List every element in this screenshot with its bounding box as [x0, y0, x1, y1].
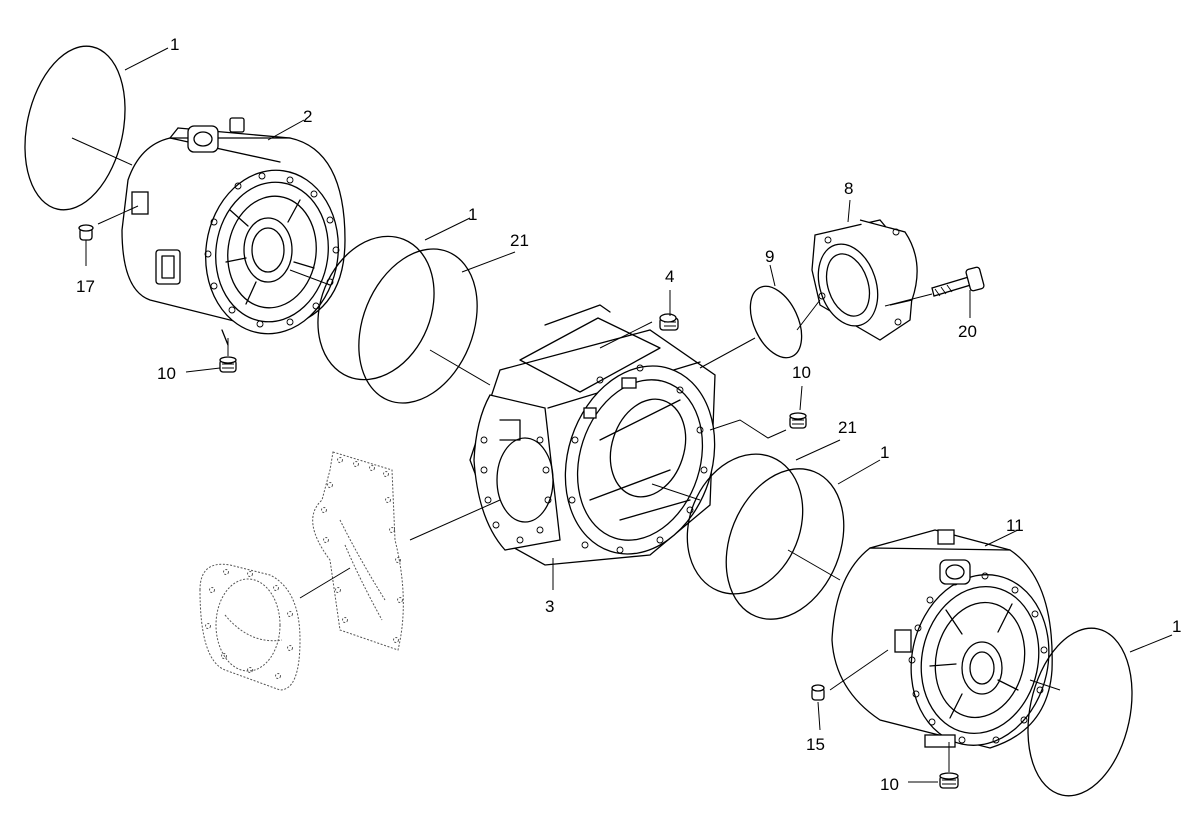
callout-20: 20	[958, 322, 977, 341]
housing-right	[831, 529, 1053, 749]
o-ring-left	[24, 45, 126, 211]
plug-10-lower	[939, 772, 959, 789]
o-ring-9	[749, 285, 803, 359]
callout-1-bottom-right: 1	[1172, 617, 1181, 636]
gasket-ghost	[312, 451, 404, 651]
callout-4: 4	[665, 267, 674, 286]
callout-9: 9	[765, 247, 774, 266]
callout-1-top-left: 1	[170, 35, 179, 54]
housing-left	[121, 117, 346, 346]
callout-21-upper: 21	[510, 231, 529, 250]
callout-11: 11	[1006, 516, 1024, 535]
cover-8	[811, 219, 918, 341]
bolt-20	[931, 266, 985, 297]
callout-8: 8	[844, 179, 853, 198]
leader-lines	[71, 47, 1173, 783]
plug-10-middle	[789, 412, 807, 429]
plug-10-upper	[219, 356, 237, 373]
callout-17: 17	[76, 277, 95, 296]
plug-17	[78, 224, 94, 241]
callout-10-upper: 10	[157, 364, 176, 383]
callout-10-middle: 10	[792, 363, 811, 382]
o-ring-right	[1027, 627, 1133, 797]
bolt-4	[659, 313, 679, 331]
callout-15: 15	[806, 735, 825, 754]
callout-2: 2	[303, 107, 312, 126]
o-ring-pair-lower	[686, 453, 845, 620]
plug-15	[811, 684, 825, 701]
o-ring-pair-upper	[317, 235, 478, 404]
callout-21-lower: 21	[838, 418, 857, 437]
callout-10-lower: 10	[880, 775, 899, 794]
central-housing	[469, 304, 716, 566]
callout-1-middle-lower: 1	[880, 443, 889, 462]
callout-1-middle-upper: 1	[468, 205, 477, 224]
callout-3: 3	[545, 597, 554, 616]
flange-ghost	[199, 563, 301, 691]
callout-labels: 1 2 17 10 1 21 4 9 8 20 10 21 1 3 11 1 1…	[76, 35, 1181, 794]
